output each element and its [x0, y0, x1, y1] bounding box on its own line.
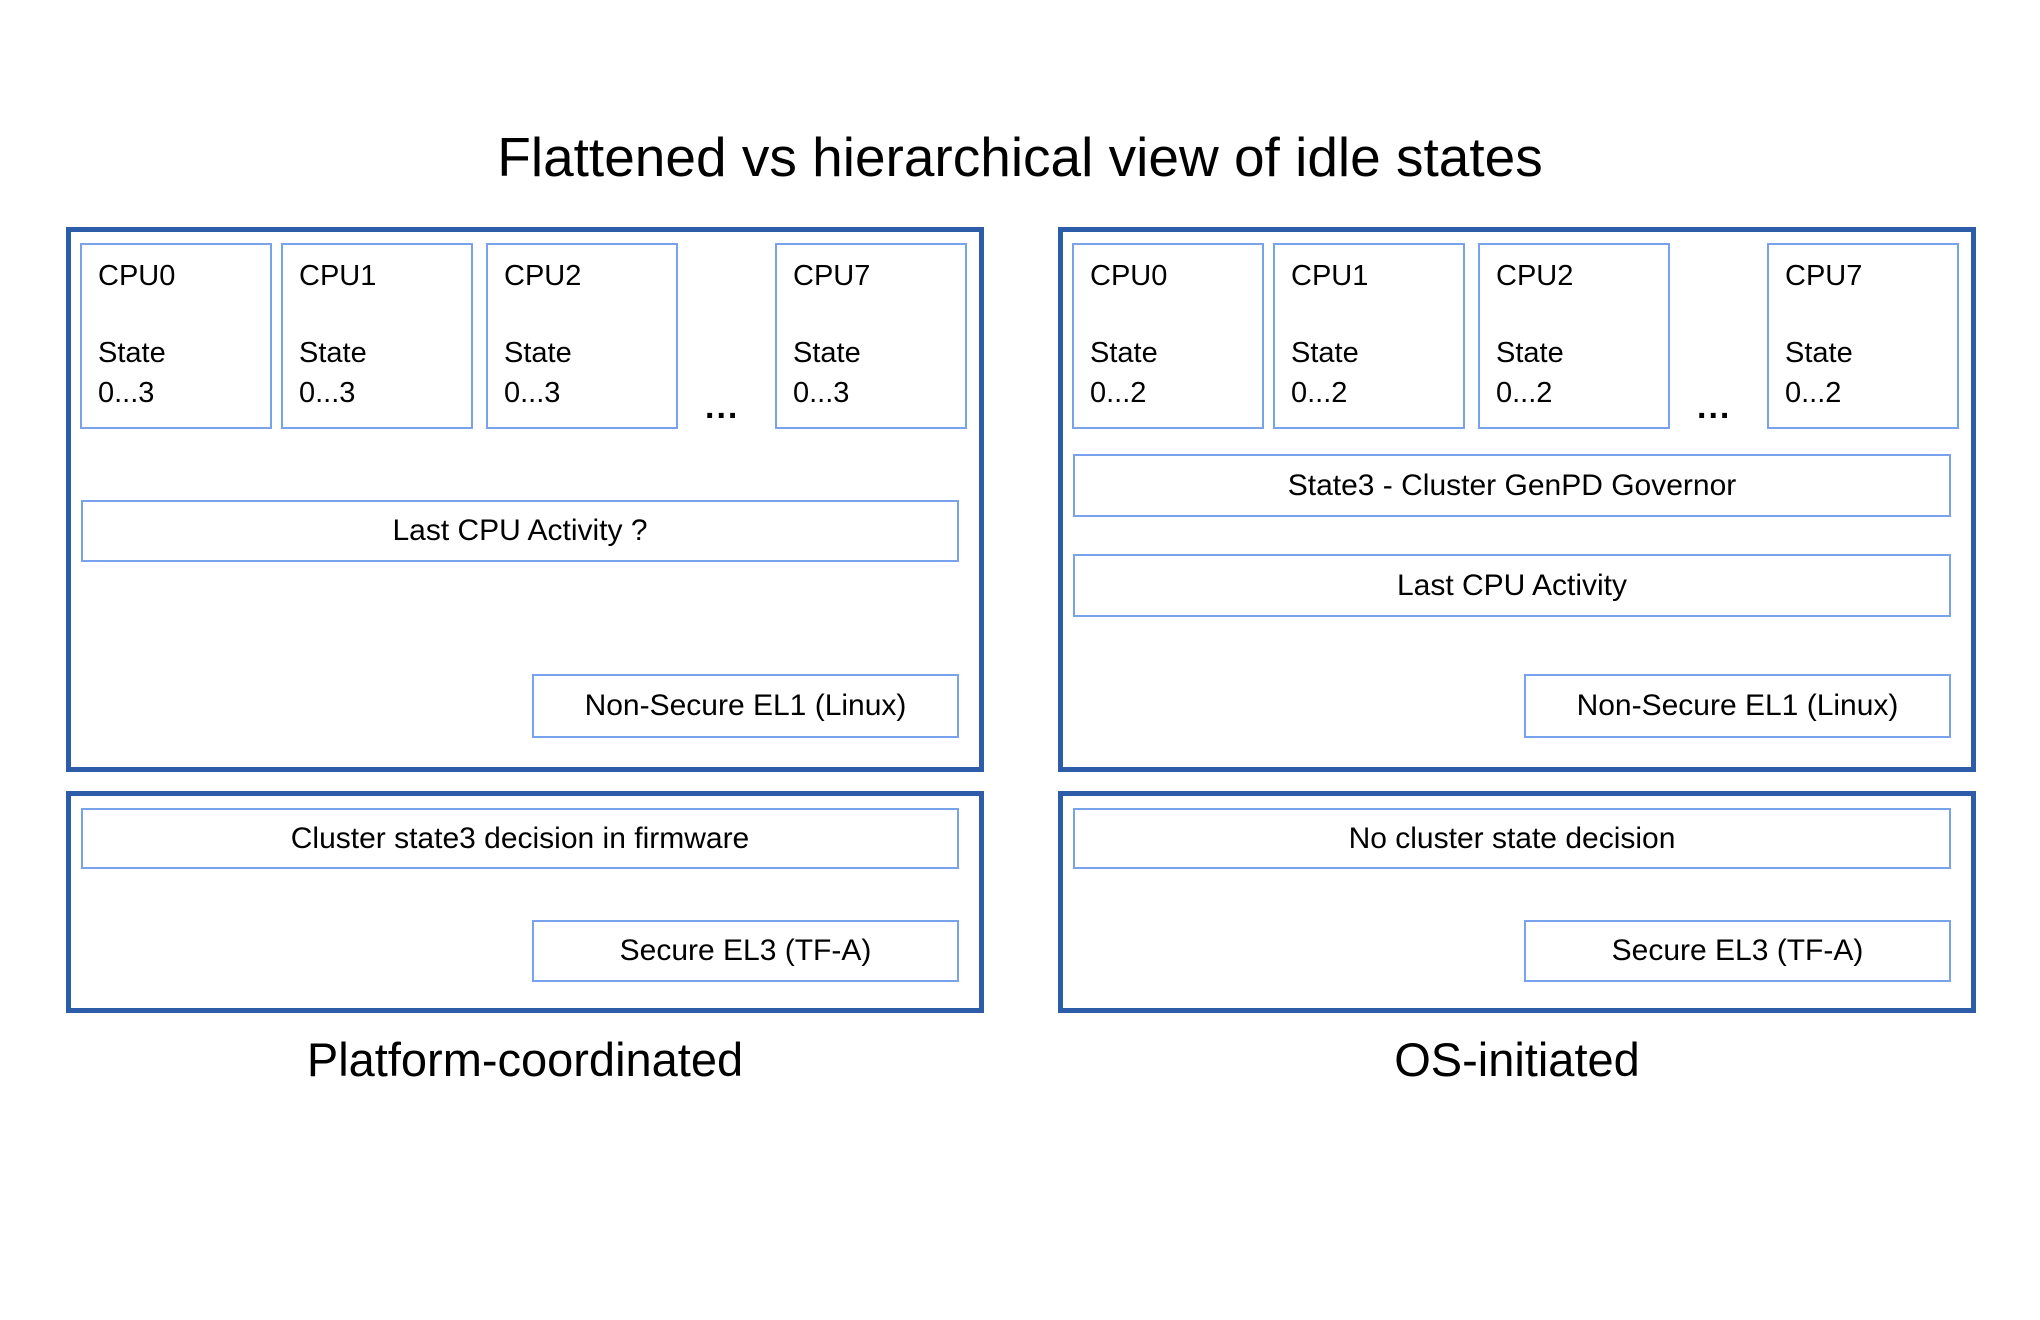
cpu-name: CPU1 — [299, 260, 377, 292]
cpu-state-word: State — [98, 336, 166, 369]
cpu-box-cpu1: CPU1 State 0...2 — [1273, 243, 1465, 429]
last-cpu-activity-box: Last CPU Activity — [1073, 554, 1951, 617]
cluster-decision-box: Cluster state3 decision in firmware — [81, 808, 959, 869]
cpu-name: CPU0 — [1090, 260, 1168, 292]
genpd-governor-box: State3 - Cluster GenPD Governor — [1073, 454, 1951, 517]
last-cpu-activity-box: Last CPU Activity ? — [81, 500, 959, 562]
cpu-state-word: State — [504, 336, 572, 369]
cpu-state-range: 0...2 — [1785, 376, 1842, 409]
cpu-box-cpu0: CPU0 State 0...2 — [1072, 243, 1264, 429]
cpu-box-cpu7: CPU7 State 0...3 — [775, 243, 967, 429]
cpu-state-range: 0...2 — [1090, 376, 1147, 409]
caption-os-initiated: OS-initiated — [1394, 1033, 1640, 1086]
cpu-box-cpu1: CPU1 State 0...3 — [281, 243, 473, 429]
cpu-state-word: State — [1785, 336, 1853, 369]
cpu-name: CPU0 — [98, 260, 176, 292]
os-initiated-nonsecure-panel: CPU0 State 0...2 CPU1 State 0...2 CPU2 S… — [1058, 227, 1976, 772]
cpu-ellipsis: ... — [1697, 388, 1732, 426]
cpu-state-word: State — [1291, 336, 1359, 369]
cpu-state-range: 0...3 — [504, 376, 561, 409]
cpu-name: CPU2 — [1496, 260, 1574, 292]
cpu-state-word: State — [793, 336, 861, 369]
cpu-box-cpu0: CPU0 State 0...3 — [80, 243, 272, 429]
cpu-name: CPU2 — [504, 260, 582, 292]
cpu-state: State 0...3 — [793, 333, 957, 413]
slide-title: Flattened vs hierarchical view of idle s… — [497, 126, 1543, 188]
cpu-state: State 0...3 — [299, 333, 463, 413]
cpu-box-cpu7: CPU7 State 0...2 — [1767, 243, 1959, 429]
platform-coordinated-nonsecure-panel: CPU0 State 0...3 CPU1 State 0...3 CPU2 S… — [66, 227, 984, 772]
secure-el3-box: Secure EL3 (TF-A) — [532, 920, 959, 982]
cpu-state: State 0...3 — [98, 333, 262, 413]
nonsecure-el1-box: Non-Secure EL1 (Linux) — [532, 674, 959, 738]
cpu-state-word: State — [1090, 336, 1158, 369]
cpu-state-range: 0...3 — [98, 376, 155, 409]
cpu-state: State 0...2 — [1785, 333, 1949, 413]
cpu-state: State 0...2 — [1090, 333, 1254, 413]
os-initiated-secure-panel: No cluster state decision Secure EL3 (TF… — [1058, 791, 1976, 1013]
cpu-state-range: 0...3 — [793, 376, 850, 409]
cpu-state-range: 0...2 — [1291, 376, 1348, 409]
cpu-state: State 0...2 — [1291, 333, 1455, 413]
secure-el3-box: Secure EL3 (TF-A) — [1524, 920, 1951, 982]
cpu-state-word: State — [299, 336, 367, 369]
cpu-ellipsis: ... — [705, 388, 740, 426]
cpu-state-word: State — [1496, 336, 1564, 369]
cpu-state-range: 0...2 — [1496, 376, 1553, 409]
caption-platform-coordinated: Platform-coordinated — [306, 1033, 744, 1086]
cpu-name: CPU7 — [793, 260, 871, 292]
cpu-box-cpu2: CPU2 State 0...3 — [486, 243, 678, 429]
nonsecure-el1-box: Non-Secure EL1 (Linux) — [1524, 674, 1951, 738]
cpu-box-cpu2: CPU2 State 0...2 — [1478, 243, 1670, 429]
platform-coordinated-secure-panel: Cluster state3 decision in firmware Secu… — [66, 791, 984, 1013]
cpu-name: CPU1 — [1291, 260, 1369, 292]
no-cluster-decision-box: No cluster state decision — [1073, 808, 1951, 869]
cpu-name: CPU7 — [1785, 260, 1863, 292]
cpu-state: State 0...2 — [1496, 333, 1660, 413]
cpu-state-range: 0...3 — [299, 376, 356, 409]
cpu-state: State 0...3 — [504, 333, 668, 413]
